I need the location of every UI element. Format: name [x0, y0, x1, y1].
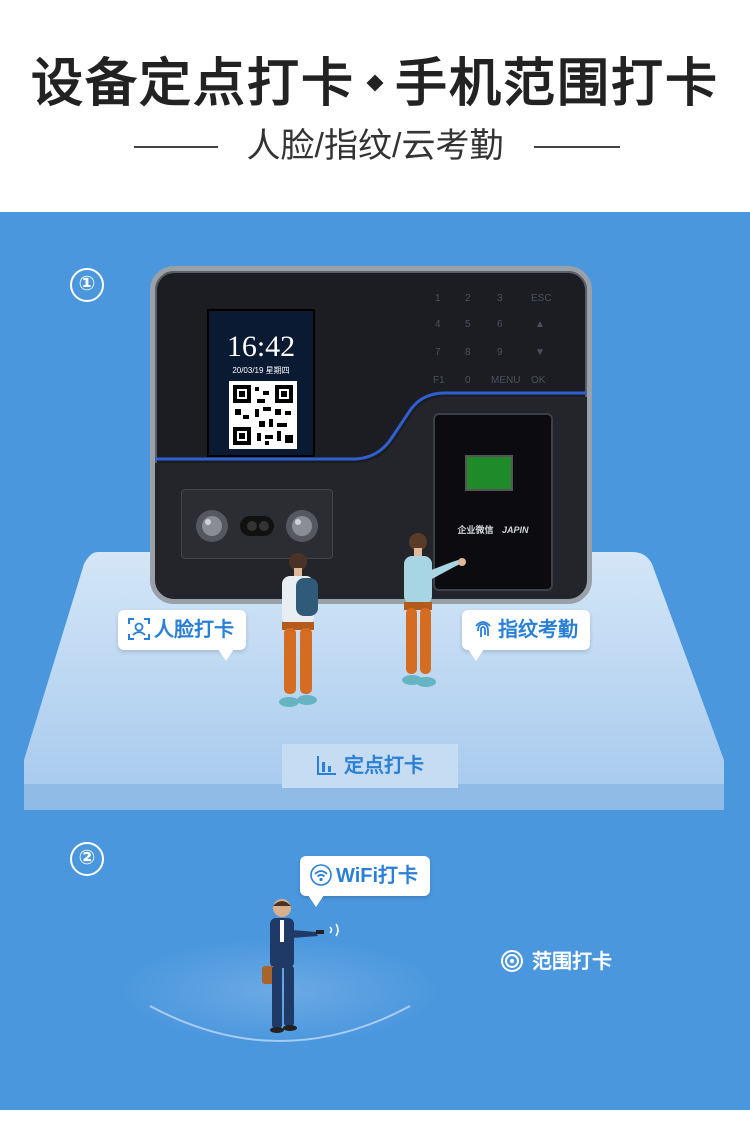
- target-icon: [501, 949, 523, 972]
- subtitle-row: 人脸/指纹/云考勤: [0, 124, 750, 168]
- section-number-1: ①: [70, 268, 104, 302]
- key-esc: ESC: [531, 293, 552, 304]
- wifi-icon: [310, 863, 332, 886]
- key-2: 2: [465, 293, 471, 304]
- bubble-tail: [218, 649, 234, 661]
- fixed-point-clock-text: 定点打卡: [344, 755, 424, 777]
- fixed-point-clock-tab: 定点打卡: [282, 744, 458, 788]
- key-9: 9: [497, 347, 503, 358]
- divider-right: [534, 146, 620, 148]
- face-clock-text: 人脸打卡: [154, 619, 234, 641]
- key-1: 1: [435, 293, 441, 304]
- camera-module: [181, 489, 333, 559]
- key-ok: OK: [531, 375, 546, 386]
- range-clock-label: 范围打卡: [500, 946, 612, 978]
- key-down: ▼: [535, 347, 545, 358]
- person-mobile-clock-illustration: [262, 899, 339, 1033]
- bubble-tail: [468, 649, 484, 661]
- pin-chart-icon: [317, 755, 336, 775]
- key-menu: MENU: [491, 375, 521, 386]
- diamond-separator-icon: [366, 74, 384, 92]
- bubble-tail: [308, 895, 324, 907]
- face-clock-label: 人脸打卡: [118, 610, 246, 661]
- attendance-device: 16:42 20/03/19 星期四 1 2 3 ESC 4 5 6 ▲ 7 8…: [150, 266, 592, 604]
- wifi-clock-label: WiFi打卡: [300, 856, 431, 907]
- range-clock-text: 范围打卡: [532, 951, 612, 973]
- key-8: 8: [465, 347, 471, 358]
- wifi-clock-text: WiFi打卡: [336, 865, 419, 887]
- page-title: 设备定点打卡手机范围打卡: [0, 52, 750, 116]
- brand-label: 企业微信: [457, 525, 494, 535]
- key-3: 3: [497, 293, 503, 304]
- section-number-2: ②: [70, 842, 104, 876]
- title-mobile-range: 手机范围打卡: [395, 55, 720, 113]
- person-face-scan-illustration: [279, 553, 318, 707]
- page-subtitle: 人脸/指纹/云考勤: [246, 127, 504, 165]
- person-fingerprint-illustration: [402, 533, 466, 687]
- key-7: 7: [435, 347, 441, 358]
- device-brand: 企业微信 JAPIN: [435, 523, 551, 536]
- fingerprint-clock-text: 指纹考勤: [498, 619, 578, 641]
- face-scan-icon: [128, 617, 150, 640]
- fingerprint-icon: [475, 620, 491, 637]
- fingerprint-clock-label: 指纹考勤: [462, 610, 590, 661]
- camera-lens-icon: [196, 510, 318, 542]
- key-4: 4: [435, 319, 441, 330]
- divider-left: [134, 146, 218, 148]
- title-device-clock: 设备定点打卡: [30, 55, 355, 113]
- key-f1: F1: [433, 375, 445, 386]
- qr-code-icon: [229, 381, 297, 449]
- brand-name: JAPIN: [502, 525, 529, 535]
- header: 设备定点打卡手机范围打卡 人脸/指纹/云考勤: [0, 0, 750, 212]
- screen-date: 20/03/19 星期四: [232, 366, 290, 375]
- key-0: 0: [465, 375, 471, 386]
- fingerprint-sensor: 企业微信 JAPIN: [433, 413, 553, 591]
- device-screen: 16:42 20/03/19 星期四: [207, 309, 315, 457]
- key-5: 5: [465, 319, 471, 330]
- key-up: ▲: [535, 319, 545, 330]
- key-6: 6: [497, 319, 503, 330]
- fingerprint-window: [465, 455, 513, 491]
- screen-time: 16:42: [226, 330, 296, 363]
- bottom-strip: [0, 1110, 750, 1142]
